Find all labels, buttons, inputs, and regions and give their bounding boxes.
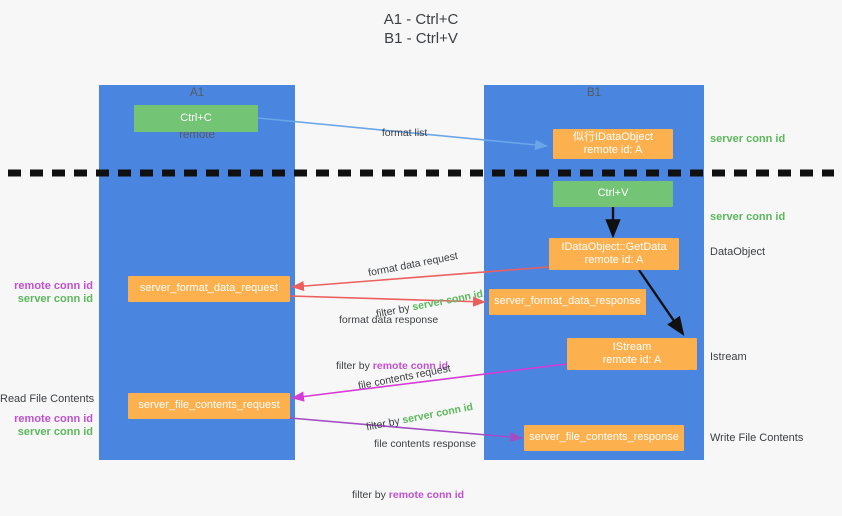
annotation-server-conn-id-mid: server conn id <box>710 211 786 223</box>
arrow-format-data-request <box>291 266 550 292</box>
box-istream-line1: IStream <box>612 340 652 353</box>
annotation-write-file-contents: Write File Contents <box>710 432 804 444</box>
annotation-remote-conn-id-1: remote conn id <box>14 280 93 292</box>
box-getdata-line1: IDataObject::GetData <box>561 240 667 253</box>
edge-label-file-contents-response-line1: file contents response <box>374 438 477 450</box>
edge-label-format-data-response-line1: format data response <box>339 314 439 326</box>
page-title-line1: A1 - Ctrl+C <box>383 11 459 28</box>
box-server-file-contents-response[interactable]: server_file_contents_response <box>524 425 684 451</box>
annotation-dataobject: DataObject <box>710 246 766 258</box>
box-istream-line2: remote id: A <box>602 354 662 366</box>
box-server-format-data-request[interactable]: server_format_data_request <box>128 276 290 302</box>
edge-label-format-list: format list <box>376 112 428 140</box>
box-ctrl-c[interactable]: Ctrl+C <box>134 105 258 132</box>
box-getdata[interactable]: IDataObject::GetData remote id: A <box>549 238 679 270</box>
edge-label-format-data-response-filter-prefix: filter by <box>336 360 373 372</box>
box-ctrl-c-label: Ctrl+C <box>180 111 212 124</box>
box-server-file-contents-request[interactable]: server_file_contents_request <box>128 393 290 419</box>
annotation-server-conn-id-top: server conn id <box>710 133 786 145</box>
annotation-remote-conn-id-2: remote conn id <box>14 413 93 425</box>
annotation-istream: Istream <box>710 351 747 363</box>
box-idataobject-line2: remote id: A <box>583 144 643 156</box>
box-istream[interactable]: IStream remote id: A <box>567 338 697 370</box>
annotation-read-file-contents: Read File Contents <box>0 393 95 405</box>
edge-label-format-list-text: format list <box>381 127 428 139</box>
lane-header-b1-name: B1 <box>586 87 602 99</box>
box-server-file-contents-response-label: server_file_contents_response <box>529 431 679 444</box>
box-server-format-data-response[interactable]: server_format_data_response <box>489 289 646 315</box>
box-getdata-line2: remote id: A <box>584 254 644 266</box>
page-title-line2: B1 - Ctrl+V <box>384 30 458 47</box>
box-idataobject-line1: 似行IDataObject <box>572 130 654 143</box>
edge-label-format-data-response-filter-token: remote conn id <box>372 360 449 372</box>
edge-label-file-contents-response-filter-prefix: filter by <box>352 489 389 501</box>
edge-label-file-contents-response: file contents response filter by remote … <box>352 409 477 516</box>
box-ctrl-v[interactable]: Ctrl+V <box>553 181 673 207</box>
lane-header-a1: A1 remote <box>99 58 295 156</box>
box-ctrl-v-label: Ctrl+V <box>597 187 629 200</box>
annotation-server-conn-id-2: server conn id <box>17 426 93 438</box>
box-server-format-data-response-label: server_format_data_response <box>494 295 641 308</box>
page-title: A1 - Ctrl+C B1 - Ctrl+V <box>0 10 842 48</box>
arrow-getdata-to-istream <box>638 269 685 336</box>
box-server-format-data-request-label: server_format_data_request <box>139 282 279 295</box>
lane-header-a1-name: A1 <box>189 87 205 99</box>
edge-label-format-data-request-line1: format data request <box>367 249 459 280</box>
box-server-file-contents-request-label: server_file_contents_request <box>138 399 280 412</box>
annotation-server-conn-id-1: server conn id <box>17 293 93 305</box>
lane-header-a1-sublabel: remote <box>179 129 215 141</box>
edge-label-file-contents-response-filter-token: remote conn id <box>388 489 465 501</box>
edge-label-file-contents-response-filter: filter by remote conn id <box>352 488 476 502</box>
edge-label-file-contents-request-line1: file contents request <box>357 362 452 393</box>
box-idataobject[interactable]: 似行IDataObject remote id: A <box>553 129 673 159</box>
edge-label-format-data-response-filter: filter by remote conn id <box>336 359 448 373</box>
arrow-file-contents-request <box>291 363 567 402</box>
edge-label-format-data-response: format data response filter by remote co… <box>336 285 448 387</box>
arrow-format-list <box>257 117 548 150</box>
